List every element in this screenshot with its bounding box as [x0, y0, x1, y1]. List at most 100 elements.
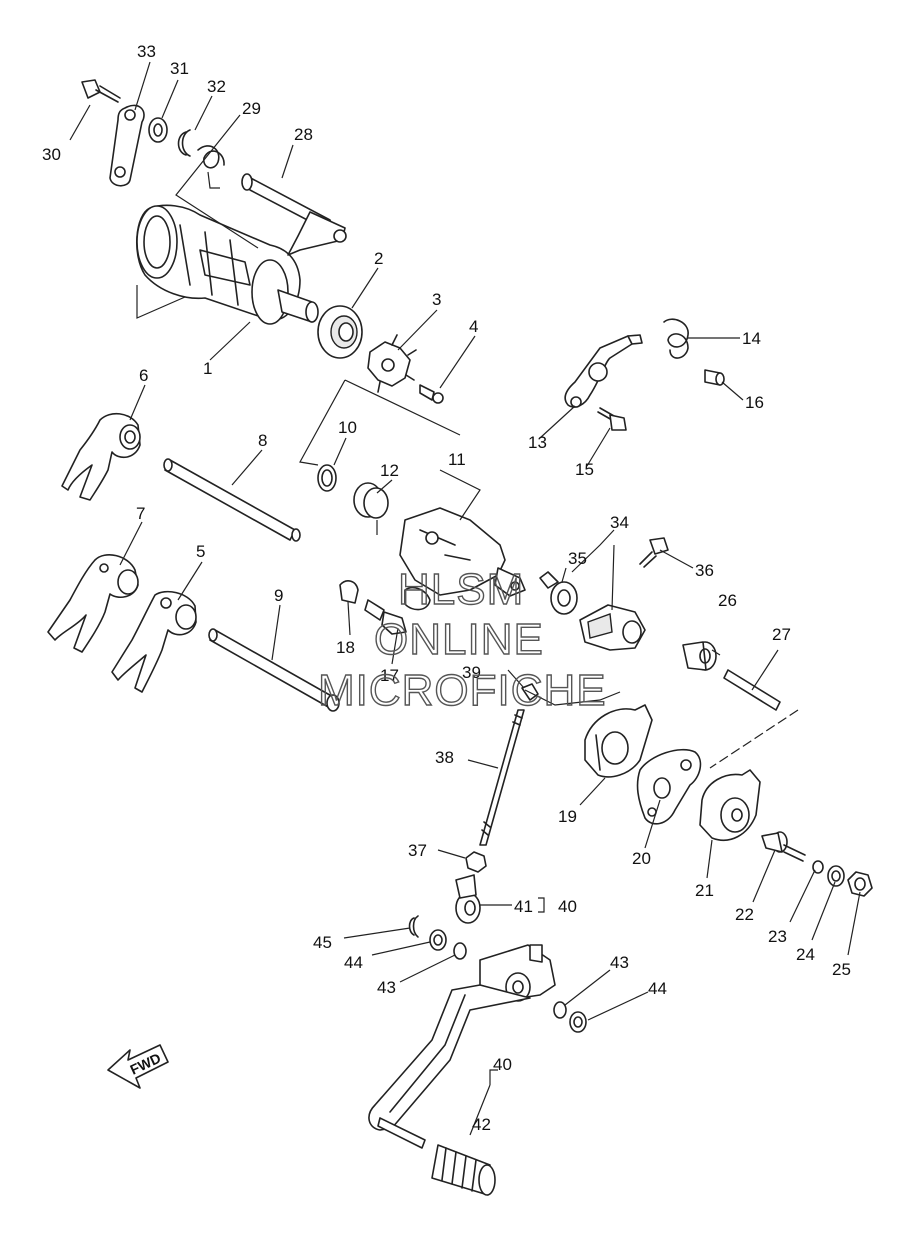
joint-41 — [455, 874, 481, 924]
part-labels: 1 2 3 4 5 6 7 8 9 10 11 12 13 14 15 16 1… — [42, 42, 851, 1134]
clip-18 — [339, 580, 359, 604]
label-36: 36 — [695, 561, 714, 580]
label-43-right: 43 — [610, 953, 629, 972]
screw-4 — [419, 384, 444, 404]
label-4: 4 — [469, 317, 478, 336]
label-32: 32 — [207, 77, 226, 96]
group-bracket-11 — [299, 379, 461, 466]
label-27: 27 — [772, 625, 791, 644]
guide-bar-8 — [163, 458, 301, 542]
label-3: 3 — [432, 290, 441, 309]
link-to-lever — [524, 689, 621, 706]
collar-12 — [353, 482, 389, 535]
collar-16 — [704, 369, 725, 386]
label-31: 31 — [170, 59, 189, 78]
fwd-arrow-icon: FWD — [107, 1044, 169, 1089]
label-16: 16 — [745, 393, 764, 412]
washer-10 — [317, 464, 337, 492]
label-24: 24 — [796, 945, 815, 964]
bolt-17 — [364, 599, 407, 635]
label-10: 10 — [338, 418, 357, 437]
watermark-line-2: ONLINE — [374, 615, 544, 664]
label-8: 8 — [258, 431, 267, 450]
label-11: 11 — [448, 450, 466, 469]
label-22: 22 — [735, 905, 754, 924]
shift-cam-drum — [135, 204, 319, 325]
circlip-45 — [408, 915, 419, 938]
nut-37 — [465, 851, 487, 873]
spring-29 — [197, 145, 225, 189]
shift-shaft-28 — [241, 173, 347, 256]
washer-43-left — [453, 942, 467, 960]
label-34: 34 — [610, 513, 629, 532]
label-38: 38 — [435, 748, 454, 767]
bracket-40 — [469, 1069, 498, 1136]
label-6: 6 — [139, 366, 148, 385]
label-37: 37 — [408, 841, 427, 860]
shift-pedal-40 — [368, 944, 556, 1131]
bolt-36 — [639, 537, 669, 568]
washer-23 — [812, 860, 824, 874]
label-12: 12 — [380, 461, 399, 480]
label-17: 17 — [380, 666, 399, 685]
label-28: 28 — [294, 125, 313, 144]
label-42: 42 — [472, 1115, 491, 1134]
label-33: 33 — [137, 42, 156, 61]
label-7: 7 — [136, 504, 145, 523]
bolt-22 — [761, 831, 806, 862]
shift-fork-6 — [61, 412, 141, 501]
stopper-lever-33 — [109, 104, 145, 187]
label-44-right: 44 — [648, 979, 667, 998]
shift-arm-34 — [579, 604, 646, 651]
label-45: 45 — [313, 933, 332, 952]
washer-44-right — [569, 1011, 587, 1033]
shift-fork-5 — [111, 590, 197, 693]
washer-43-right — [553, 1001, 567, 1019]
label-23: 23 — [768, 927, 787, 946]
watermark: HLSM ONLINE MICROFICHE — [317, 564, 607, 715]
collar-26 — [682, 641, 717, 671]
label-19: 19 — [558, 807, 577, 826]
label-40-top: 40 — [558, 897, 577, 916]
label-2: 2 — [374, 249, 383, 268]
leader-lines — [69, 61, 861, 1021]
stopper-wheel-21 — [699, 769, 761, 841]
label-35: 35 — [568, 549, 587, 568]
plate-20 — [636, 748, 702, 825]
label-20: 20 — [632, 849, 651, 868]
label-40-bottom: 40 — [493, 1055, 512, 1074]
joint-35 — [539, 571, 578, 615]
label-39: 39 — [462, 663, 481, 682]
stopper-lever-13 — [564, 334, 643, 408]
washer-44-left — [429, 929, 447, 951]
label-30: 30 — [42, 145, 61, 164]
label-21: 21 — [695, 881, 714, 900]
bolt-30 — [81, 79, 121, 103]
segment-3 — [367, 334, 417, 393]
spring-14 — [663, 318, 689, 359]
pedal-peg-42 — [377, 1117, 496, 1196]
shift-lever-assembly-11 — [399, 469, 526, 611]
bearing — [317, 305, 363, 359]
label-43-left: 43 — [377, 978, 396, 997]
label-5: 5 — [196, 542, 205, 561]
label-1: 1 — [203, 359, 212, 378]
label-14: 14 — [742, 329, 761, 348]
label-15: 15 — [575, 460, 594, 479]
shift-rod-38 — [479, 709, 525, 846]
label-9: 9 — [274, 586, 283, 605]
dashed-link-27 — [709, 709, 799, 769]
label-26: 26 — [718, 591, 737, 610]
circlip-32 — [177, 129, 191, 157]
washer-24 — [827, 865, 845, 887]
label-41: 41 — [514, 897, 533, 916]
label-25: 25 — [832, 960, 851, 979]
watermark-line-3: MICROFICHE — [318, 666, 607, 715]
bolt-15 — [597, 407, 627, 431]
washer-31 — [148, 117, 168, 143]
label-29: 29 — [242, 99, 261, 118]
label-44-left: 44 — [344, 953, 363, 972]
shift-guide-19 — [584, 704, 653, 778]
shift-fork-7 — [47, 554, 139, 653]
